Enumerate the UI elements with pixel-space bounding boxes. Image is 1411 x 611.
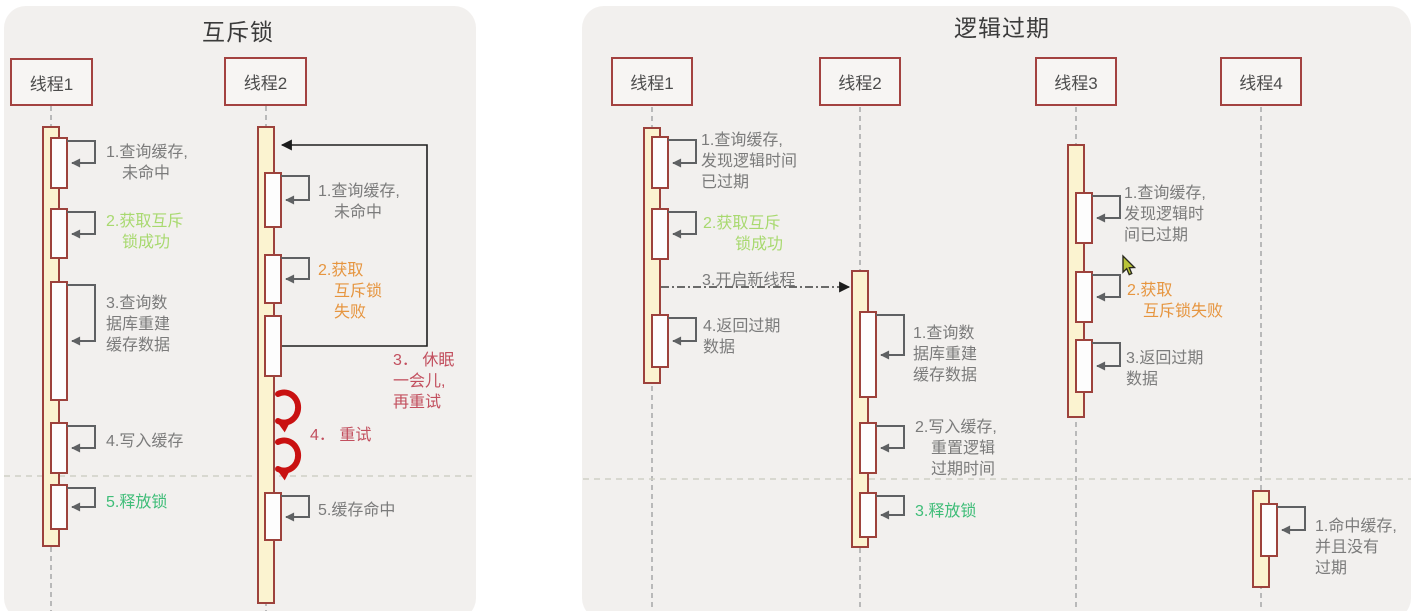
- self-message-arrow: [1092, 342, 1121, 371]
- left-thread2-box: 线程2: [224, 57, 307, 106]
- sub-activation-bar: [50, 484, 68, 530]
- step-label: 5.缓存命中: [318, 502, 396, 519]
- step-label: 3.释放锁: [915, 503, 977, 520]
- self-message-arrow: [876, 425, 905, 453]
- mutex-lock-panel: [4, 6, 476, 611]
- step-label: 5.释放锁: [106, 494, 168, 511]
- retry-arc-icon: [275, 389, 302, 433]
- step-label: 3.开启新线程: [702, 272, 796, 289]
- self-message-arrow: [1277, 506, 1306, 535]
- sub-activation-bar: [1260, 503, 1278, 557]
- left-thread1-box: 线程1: [10, 58, 93, 106]
- sub-activation-bar: [651, 208, 669, 260]
- step-label: 2.获取互斥 锁成功: [703, 215, 784, 253]
- step-label: 2.写入缓存, 重置逻辑 过期时间: [915, 419, 997, 478]
- step-label: 1.查询缓存, 未命中: [106, 144, 188, 182]
- sub-activation-bar: [859, 311, 877, 398]
- self-message-arrow: [67, 284, 96, 346]
- self-message-arrow: [1092, 274, 1121, 302]
- self-message-arrow: [67, 425, 96, 453]
- sub-activation-bar: [1075, 192, 1093, 244]
- self-message-arrow: [281, 495, 310, 522]
- right-thread3-box: 线程3: [1035, 57, 1117, 106]
- sub-activation-bar: [651, 314, 669, 368]
- retry-arc-icon: [275, 437, 302, 481]
- self-message-arrow: [876, 495, 905, 520]
- sub-activation-bar: [1075, 271, 1093, 323]
- sub-activation-bar: [50, 422, 68, 474]
- retry-arcs: [275, 389, 302, 481]
- step-label: 2.获取 互斥锁 失败: [318, 262, 383, 321]
- self-message-arrow: [67, 211, 96, 239]
- step-label: 4.返回过期 数据: [703, 318, 781, 356]
- self-message-arrow: [876, 314, 905, 360]
- logical-expire-diagram-title: 逻辑过期: [954, 15, 1050, 41]
- self-message-arrow: [668, 317, 697, 346]
- step-label: 3.返回过期 数据: [1126, 350, 1204, 388]
- self-message-arrow: [668, 211, 697, 239]
- mutex-diagram-title: 互斥锁: [202, 19, 274, 45]
- step-label: 2.获取 互斥锁失败: [1127, 282, 1224, 320]
- sub-activation-bar: [50, 208, 68, 259]
- step-bars: [50, 136, 1278, 557]
- sub-activation-bar: [264, 315, 282, 377]
- retry-loop-arrow: [280, 139, 428, 347]
- mouse-cursor-icon: [1122, 254, 1137, 276]
- sub-activation-bar: [264, 172, 282, 228]
- step-label: 4.写入缓存: [106, 433, 184, 450]
- self-message-arrow: [668, 139, 697, 168]
- sub-activation-bar: [1075, 339, 1093, 393]
- self-message-arrow: [67, 140, 96, 168]
- step-label: 1.查询数 据库重建 缓存数据: [913, 325, 978, 384]
- sub-activation-bar: [859, 492, 877, 538]
- sub-activation-bar: [50, 281, 68, 401]
- step-label: 2.获取互斥 锁成功: [106, 213, 184, 251]
- right-thread2-box: 线程2: [819, 57, 901, 106]
- timeline-dividers: [4, 475, 1411, 480]
- sub-activation-bar: [859, 422, 877, 474]
- right-thread1-box: 线程1: [611, 57, 693, 106]
- sub-activation-bar: [264, 492, 282, 541]
- step-label: 4． 重试: [310, 427, 372, 444]
- step-label: 1.查询缓存, 发现逻辑时间 已过期: [701, 132, 798, 191]
- sub-activation-bar: [651, 136, 669, 189]
- sub-activation-bar: [50, 137, 68, 189]
- self-message-arrow: [281, 175, 310, 205]
- self-message-arrow: [1092, 195, 1121, 223]
- right-thread4-box: 线程4: [1220, 57, 1302, 106]
- sub-activation-bar: [264, 254, 282, 304]
- step-label: 3． 休眠 一会儿, 再重试: [393, 352, 455, 411]
- step-label: 3.查询数 据库重建 缓存数据: [106, 295, 171, 354]
- step-label: 1.命中缓存, 并且没有 过期: [1315, 518, 1397, 577]
- self-message-arrow: [281, 257, 310, 284]
- self-message-arrow: [67, 487, 96, 512]
- self-message-arrows: [67, 139, 1306, 535]
- step-label: 1.查询缓存, 未命中: [318, 183, 400, 221]
- step-label: 1.查询缓存, 发现逻辑时 间已过期: [1124, 185, 1206, 244]
